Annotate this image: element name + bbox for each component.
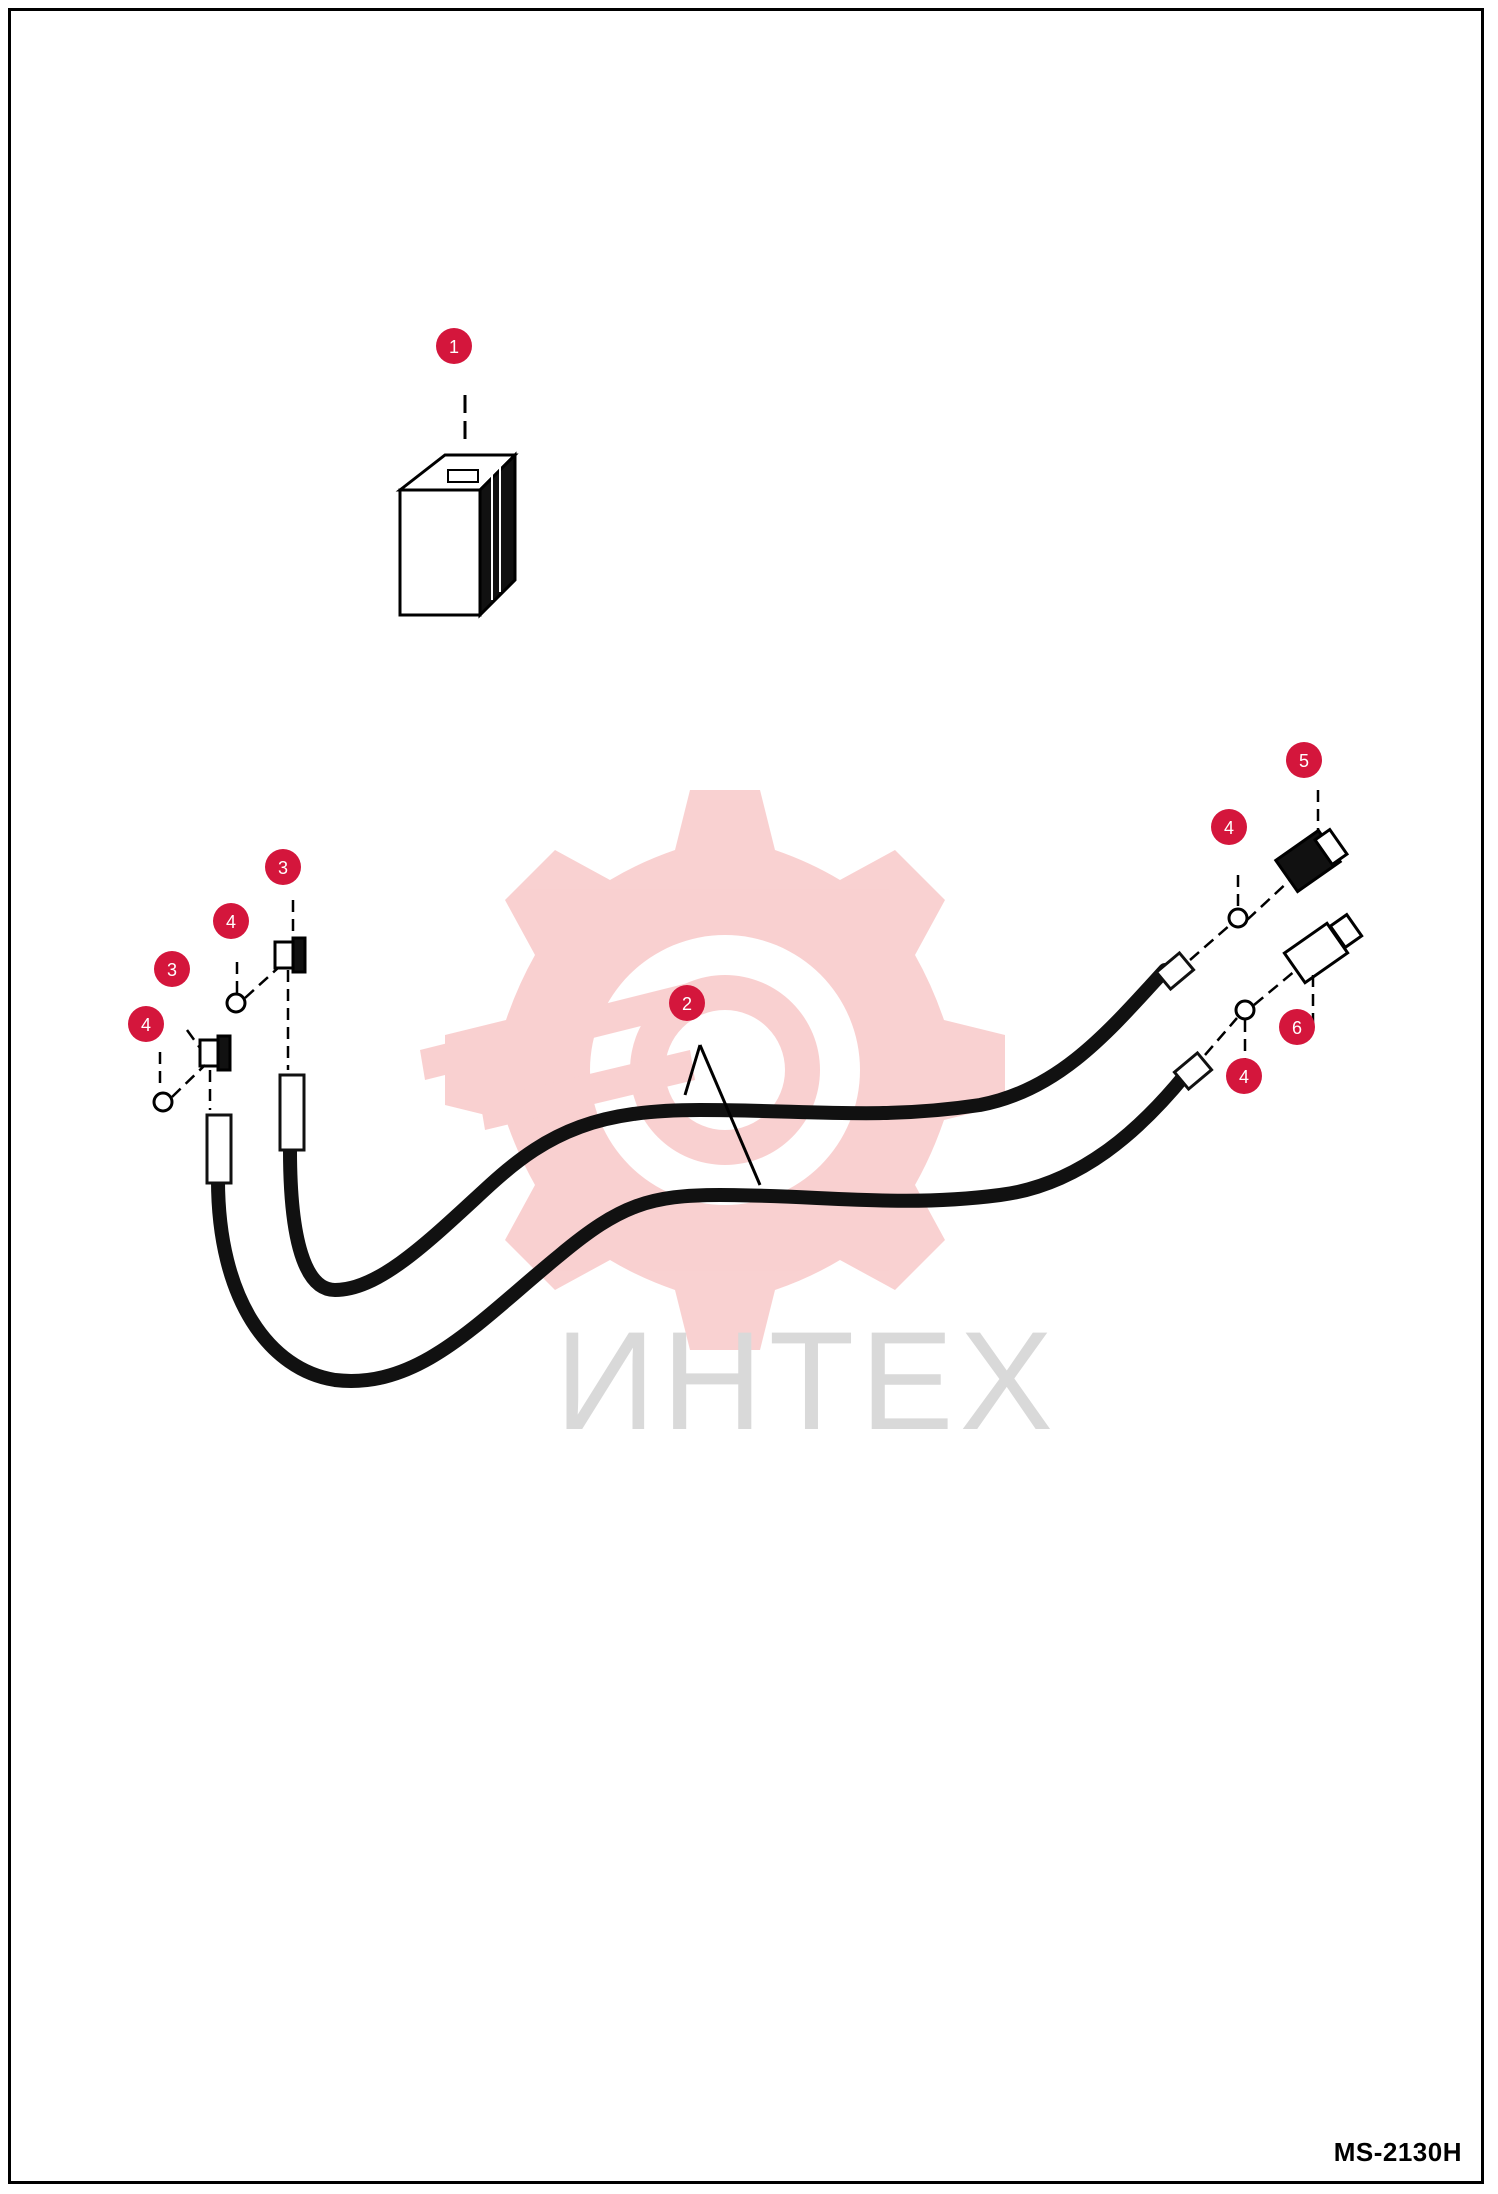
part-6-adapter [1282, 912, 1364, 985]
callout-4a-label: 4 [141, 1015, 151, 1035]
elbow-fitting-left [198, 1034, 232, 1072]
elbow-fitting-right [273, 936, 307, 974]
callout-3a: 3 [154, 951, 190, 987]
part-1-filter-box [395, 451, 519, 619]
callout-6-label: 6 [1292, 1018, 1302, 1038]
callout-6: 6 [1279, 1009, 1315, 1045]
leader-line-2 [683, 1044, 762, 1186]
watermark-logo [420, 790, 1005, 1350]
callout-3b: 3 [265, 849, 301, 885]
o-rings [152, 907, 1256, 1113]
callout-4d: 4 [1226, 1058, 1262, 1094]
callout-2-label: 2 [682, 994, 692, 1014]
callout-3b-label: 3 [278, 858, 288, 878]
drawing-frame [8, 8, 1484, 2184]
callout-4b: 4 [213, 903, 249, 939]
watermark-text: ИНТЕХ [555, 1302, 1060, 1459]
hose-assembly [205, 950, 1214, 1388]
callout-4d-label: 4 [1239, 1067, 1249, 1087]
callout-5-label: 5 [1299, 751, 1309, 771]
callout-4a: 4 [128, 1006, 164, 1042]
callout-1-label: 1 [449, 337, 459, 357]
callout-4c-label: 4 [1224, 818, 1234, 838]
callout-2: 2 [669, 985, 705, 1021]
callout-4c: 4 [1211, 809, 1247, 845]
drawing-code: MS-2130H [1333, 2137, 1462, 2167]
callout-1: 1 [436, 328, 472, 364]
part-5-adapter [1273, 827, 1350, 894]
callout-3a-label: 3 [167, 960, 177, 980]
callout-5: 5 [1286, 742, 1322, 778]
callout-4b-label: 4 [226, 912, 236, 932]
leader-lines [158, 790, 1320, 1110]
